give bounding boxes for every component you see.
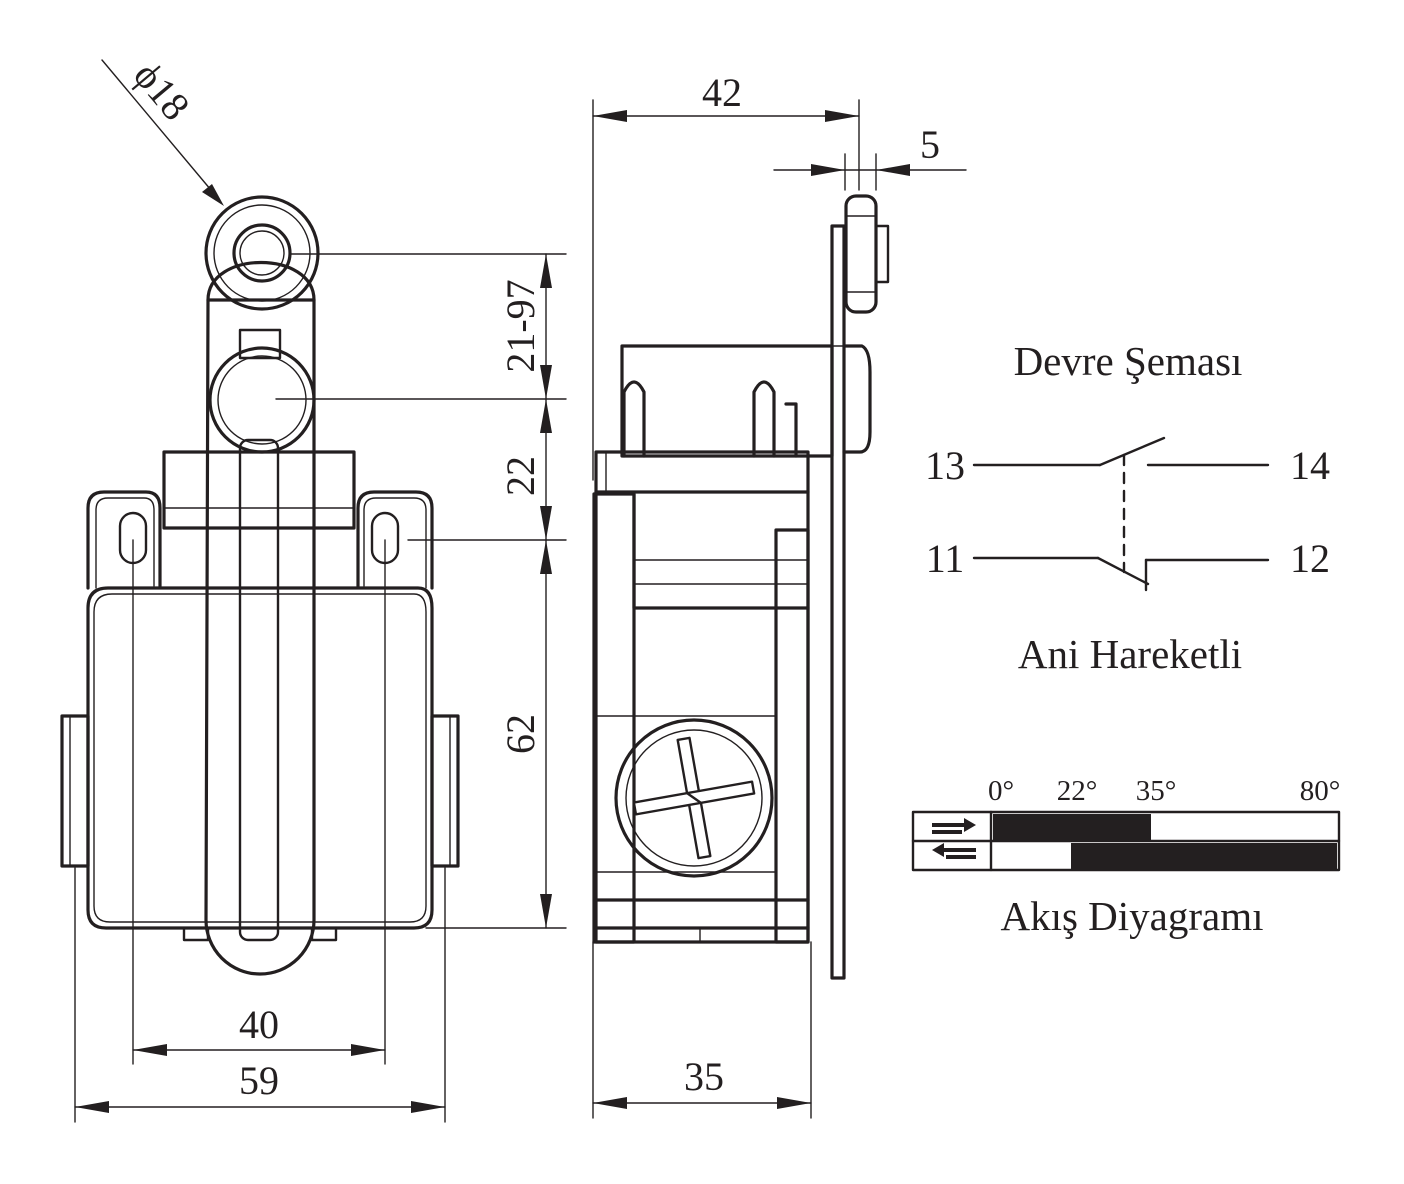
circuit-action: Ani Hareketli	[1018, 631, 1242, 677]
left-mount-ear	[86, 490, 162, 590]
angle-80: 80°	[1300, 775, 1341, 807]
flow-bar-return	[1071, 843, 1337, 869]
front-roller	[204, 195, 320, 311]
cover-screw	[614, 718, 774, 878]
terminal-12: 12	[1290, 536, 1330, 581]
lever-arm	[204, 298, 316, 976]
terminal-13: 13	[925, 443, 965, 488]
left-boss	[60, 714, 90, 868]
flow-bar-forward	[993, 814, 1151, 840]
return-arrow-icon	[932, 843, 976, 859]
angle-0: 0°	[988, 775, 1014, 807]
side-dimensions: 42 5 35	[592, 70, 967, 1119]
dim-side-depth: 42	[702, 70, 742, 115]
flow-title: Akış Diyagramı	[1000, 893, 1263, 939]
dim-adjust-range: 21-97	[498, 279, 543, 372]
right-mount-ear	[356, 490, 434, 590]
forward-arrow-icon	[932, 818, 976, 834]
side-view	[592, 194, 890, 980]
terminal-14: 14	[1290, 443, 1330, 488]
dim-body-width: 59	[239, 1058, 279, 1103]
angle-35: 35°	[1136, 775, 1177, 807]
circuit-title: Devre Şeması	[1014, 338, 1243, 384]
lever-plate	[830, 224, 846, 980]
front-housing	[86, 586, 434, 930]
dim-hole-spacing: 40	[239, 1002, 279, 1047]
dim-roller-width: 5	[920, 122, 940, 167]
right-boss	[430, 714, 460, 868]
side-roller	[844, 194, 878, 314]
flow-diagram: 0° 22° 35° 80° Akış Diyagramı	[911, 775, 1341, 939]
adjust-knob	[208, 346, 316, 454]
circuit-diagram: Devre Şeması 13 14 11 12 Ani Hareketli	[925, 338, 1330, 677]
angle-22: 22°	[1057, 775, 1098, 807]
dim-roller-diameter: ϕ18	[125, 53, 199, 129]
lever-slot	[238, 438, 280, 942]
top-cap	[162, 450, 356, 530]
dim-lever-offset: 22	[498, 456, 543, 496]
dim-body-height: 62	[498, 714, 543, 754]
front-view	[60, 195, 460, 976]
terminal-11: 11	[926, 536, 965, 581]
dim-side-base: 35	[684, 1054, 724, 1099]
